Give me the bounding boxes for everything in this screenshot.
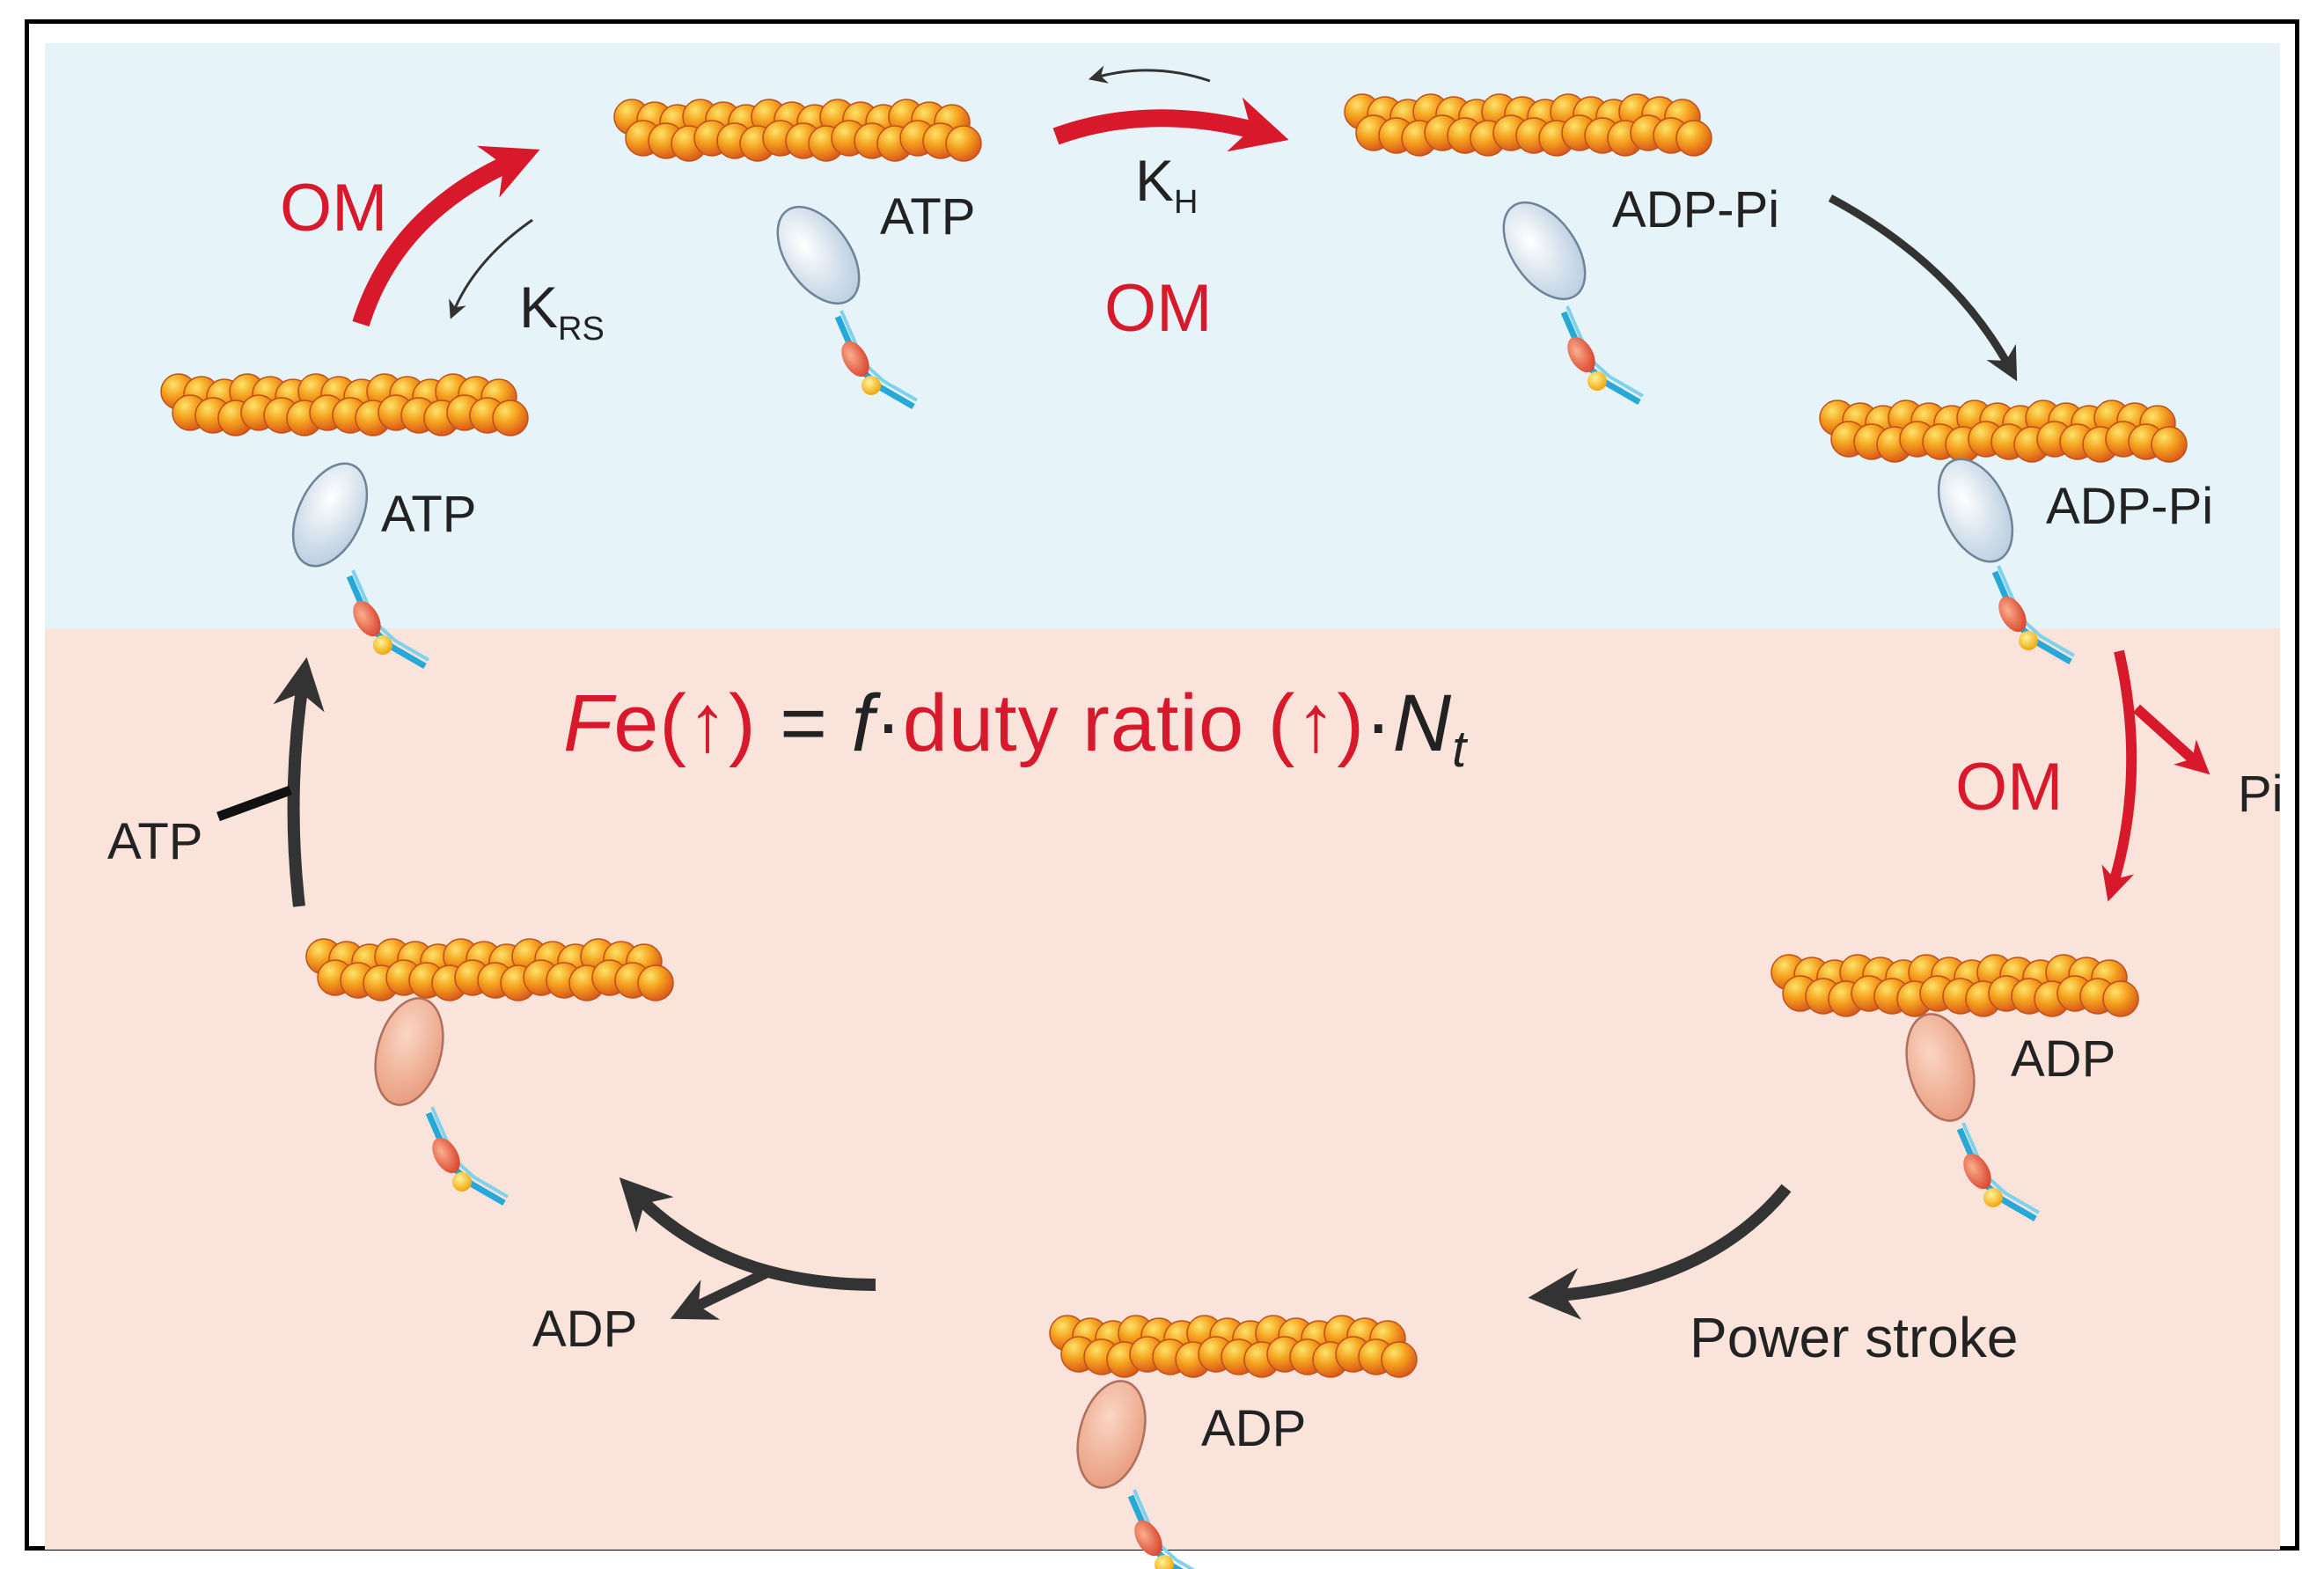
actin-top-center — [613, 99, 982, 162]
myosin-head — [1937, 458, 2014, 563]
eq-up1: (↑) — [659, 678, 757, 768]
om-label-center: OM — [1104, 271, 1212, 346]
figure-frame — [25, 19, 2299, 1551]
eq-fe: e — [613, 678, 660, 768]
atp-binding-branch — [216, 785, 292, 822]
actin-monomer — [1675, 120, 1712, 157]
actin-monomer — [2102, 980, 2139, 1017]
ligand-label-right-upper: ADP-Pi — [2046, 478, 2213, 535]
myosin-head — [374, 997, 444, 1106]
ligand-label-top-center: ATP — [880, 188, 976, 246]
transition-arrow-top-right — [1828, 194, 2018, 382]
ligand-label-left-upper: ATP — [381, 486, 477, 543]
converter-domain — [841, 341, 869, 378]
lever-arm — [1565, 305, 1645, 398]
eq-dot2: · — [1364, 678, 1393, 768]
joint-domain — [373, 635, 392, 655]
k-h-reverse-arrow — [1088, 65, 1211, 84]
ligand-label-right-lower: ADP — [2011, 1030, 2115, 1088]
actin-monomer — [2151, 426, 2188, 463]
converter-domain — [1963, 1153, 1991, 1190]
weak-binding-panel — [45, 43, 2280, 628]
k-rs-reverse-arrow — [449, 218, 533, 319]
converter-domain — [432, 1137, 460, 1174]
myosin-top-center — [776, 205, 919, 410]
actin-left-upper — [160, 373, 529, 436]
converter-domain — [353, 600, 381, 637]
adp-release-label: ADP — [532, 1301, 637, 1358]
myosin-right-upper — [1937, 458, 2076, 665]
myosin-heads — [291, 201, 2076, 1569]
lever-arm — [430, 1106, 510, 1199]
myosin-left-upper — [291, 462, 430, 670]
eq-n-sub: t — [1452, 721, 1468, 778]
myosin-left-lower — [374, 997, 510, 1206]
k-h-label: KH — [1135, 148, 1198, 221]
om-label-left: OM — [280, 171, 387, 246]
actin-right-upper — [1819, 400, 2188, 463]
eq-fe-f: F — [563, 678, 614, 768]
power-stroke-arrow — [1528, 1184, 1792, 1320]
actin-left-lower — [305, 938, 674, 1001]
eq-f: f — [851, 678, 876, 768]
adp-release-branch — [670, 1268, 768, 1320]
ligand-label-bottom-center: ADP — [1201, 1400, 1306, 1457]
actin-monomer — [1381, 1341, 1418, 1378]
lever-arm — [1961, 1122, 2041, 1214]
eq-up2: (↑) — [1267, 678, 1365, 768]
power-stroke-label: Power stroke — [1690, 1306, 2018, 1369]
joint-domain — [2019, 631, 2038, 650]
myosin-right-lower — [1905, 1013, 2041, 1222]
actin-monomer — [492, 400, 529, 436]
myosin-head — [776, 205, 861, 305]
om-arrow-right — [2101, 649, 2137, 902]
myosin-head — [1502, 201, 1587, 301]
actin-filaments — [160, 93, 2188, 1378]
lever-arm — [1133, 1489, 1196, 1569]
myosin-top-right — [1502, 201, 1645, 406]
actin-bottom-center — [1049, 1315, 1418, 1378]
eq-dot1: · — [875, 678, 903, 768]
myosin-head — [1905, 1013, 1976, 1122]
myosin-bottom-center — [1076, 1380, 1196, 1569]
actin-right-lower — [1770, 954, 2139, 1017]
eq-duty: duty ratio — [902, 678, 1245, 768]
pi-label: Pi — [2238, 766, 2284, 823]
force-equation: Fe(↑) = f·duty ratio (↑)·Nt — [563, 678, 1467, 779]
om-arrow-left — [352, 145, 540, 326]
k-rs-label: KRS — [519, 275, 605, 348]
actin-top-right — [1344, 93, 1712, 157]
joint-domain — [1155, 1555, 1174, 1569]
myosin-head — [1076, 1380, 1147, 1489]
joint-domain — [452, 1172, 472, 1191]
om-arrow-top — [1052, 97, 1289, 152]
joint-domain — [1587, 371, 1607, 391]
adp-release-arrow — [619, 1177, 876, 1291]
eq-equals: = — [780, 678, 828, 768]
converter-domain — [1567, 336, 1595, 373]
lever-arm — [1997, 565, 2076, 657]
converter-domain — [1134, 1520, 1162, 1557]
lever-arm — [839, 310, 919, 402]
ligand-label-top-right: ADP-Pi — [1612, 181, 1779, 238]
lever-arm — [351, 569, 430, 662]
joint-domain — [861, 376, 881, 395]
atp-binding-arrow — [273, 656, 325, 907]
pi-release-arrow — [2132, 704, 2210, 775]
actin-monomer — [637, 964, 674, 1001]
myosin-head — [291, 462, 369, 568]
converter-domain — [1998, 596, 2027, 633]
actin-monomer — [945, 125, 982, 162]
atp-binding-label: ATP — [107, 813, 203, 870]
om-label-right: OM — [1955, 750, 2063, 825]
eq-n: N — [1392, 678, 1453, 768]
joint-domain — [1983, 1188, 2003, 1207]
